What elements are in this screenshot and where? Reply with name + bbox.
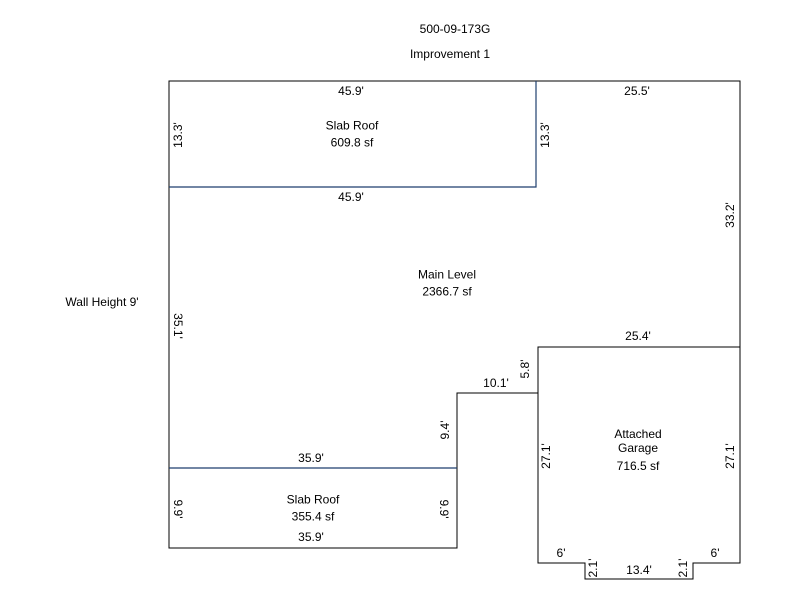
wall-height-label: Wall Height 9' — [65, 295, 139, 309]
building-outline — [168, 80, 741, 580]
dim-garage-bottom-right: 6' — [710, 546, 720, 560]
dim-top-slab-bottom: 45.9' — [338, 190, 364, 204]
slab-roof-bottom-name: Slab Roof — [286, 492, 340, 507]
slab-roof-top-area: 609.8 sf — [330, 135, 374, 150]
dim-left-main: 35.1' — [171, 313, 185, 339]
dim-bottom-slab-right: 9.9' — [437, 499, 451, 519]
dim-top-right-edge: 25.5' — [624, 84, 650, 98]
main-level-label: Main Level 2366.7 sf — [418, 268, 476, 299]
parcel-id: 500-09-173G — [419, 22, 491, 36]
dim-garage-top: 25.4' — [625, 329, 651, 343]
dim-bottom-slab-left: 9.9' — [171, 499, 185, 519]
slab-roof-bottom-area: 355.4 sf — [291, 509, 335, 524]
attached-garage-area: 716.5 sf — [616, 459, 660, 473]
dim-notch-horizontal: 10.1' — [483, 376, 509, 390]
dim-right-upper: 33.2' — [723, 202, 737, 228]
improvement-label: Improvement 1 — [409, 47, 491, 61]
dim-step-vertical: 9.4' — [438, 420, 452, 440]
dim-garage-bottom-mid: 13.4' — [626, 563, 652, 577]
garage-outline — [537, 346, 741, 580]
attached-garage-name-1: Attached — [614, 427, 662, 441]
top-slab-roof-boundary — [169, 81, 537, 188]
dim-top-slab-right: 13.3' — [538, 122, 552, 148]
slab-roof-bottom-label: Slab Roof 355.4 sf — [287, 493, 340, 524]
slab-roof-top-label: Slab Roof 609.8 sf — [326, 119, 379, 150]
dim-notch-vertical: 5.8' — [518, 359, 532, 379]
dim-bottom-slab-top: 35.9' — [298, 451, 324, 465]
dim-top-slab-left: 13.3' — [171, 122, 185, 148]
dim-garage-right: 27.1' — [723, 443, 737, 469]
slab-roof-top-name: Slab Roof — [325, 118, 379, 133]
dim-top-slab-top: 45.9' — [338, 84, 364, 98]
dim-bottom-slab-bottom: 35.9' — [298, 530, 324, 544]
main-level-name: Main Level — [417, 267, 477, 282]
dim-garage-jog-right: 2.1' — [676, 558, 690, 578]
dim-garage-bottom-left: 6' — [556, 546, 566, 560]
attached-garage-name-2: Garage — [617, 441, 659, 455]
slab-roof-lines — [169, 81, 537, 469]
attached-garage-label: Attached Garage 716.5 sf — [614, 427, 661, 473]
main-level-area: 2366.7 sf — [422, 284, 472, 299]
main-level-outline — [168, 80, 741, 549]
dim-garage-left: 27.1' — [539, 443, 553, 469]
dim-garage-jog-left: 2.1' — [586, 558, 600, 578]
